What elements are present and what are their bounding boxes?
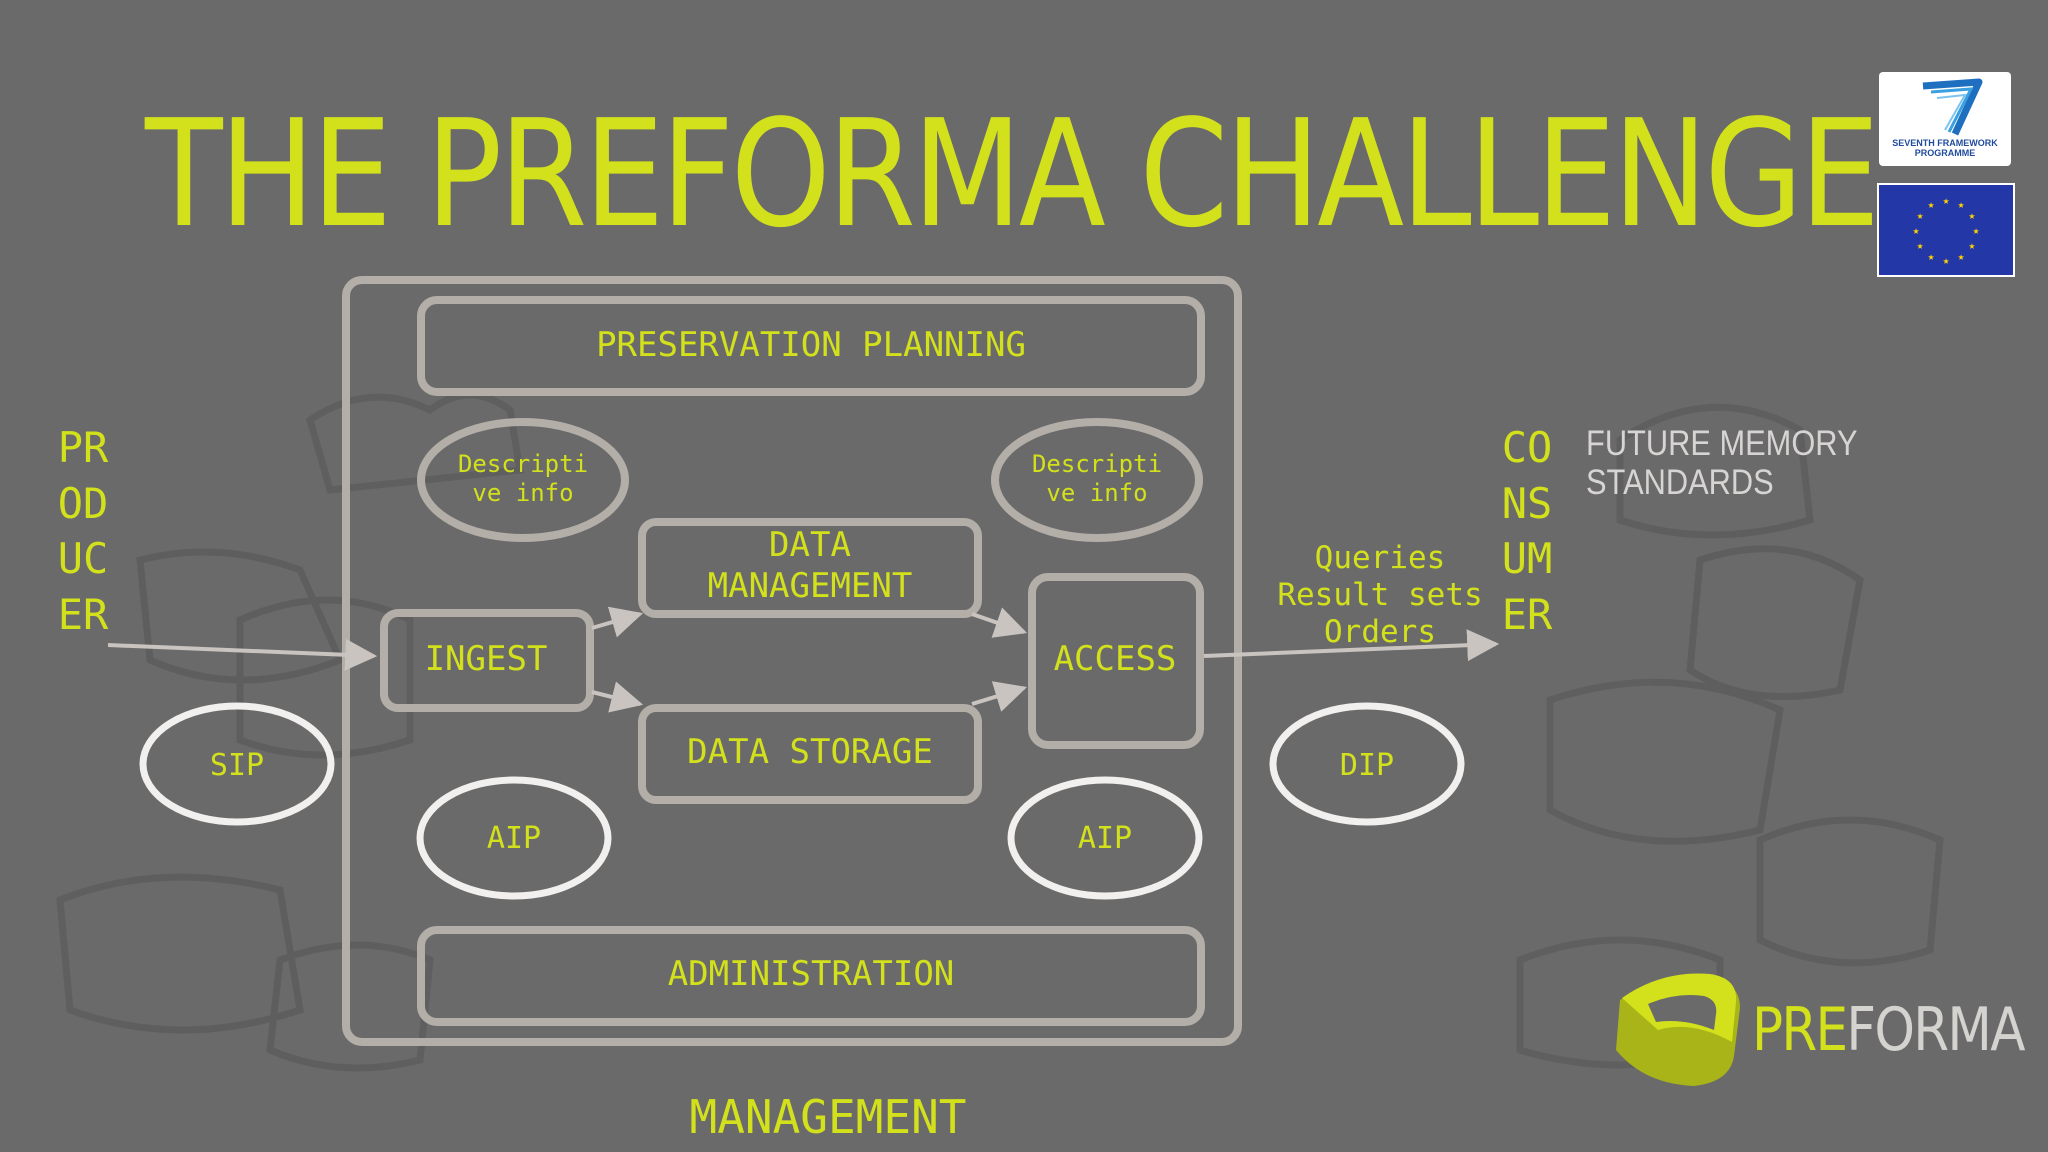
data-management-box: [638, 518, 982, 618]
data-management-label-line1: DATA: [769, 525, 851, 565]
eu-star: ★: [1958, 250, 1965, 263]
descriptive-info-oval-left: [417, 418, 629, 542]
data-management-label-line2: MANAGEMENT: [708, 566, 913, 606]
ingest-label: INGEST: [425, 639, 548, 679]
eu-stars-icon: ★ ★ ★ ★ ★ ★ ★ ★ ★ ★ ★ ★: [1913, 194, 1980, 267]
tagline: FUTURE MEMORY STANDARDS: [1586, 424, 1858, 502]
aip-left-label: AIP: [487, 821, 541, 856]
descriptive-info-left-line2: ve info: [472, 479, 573, 507]
fp7-logo: SEVENTH FRAMEWORK PROGRAMME: [1879, 72, 2011, 166]
data-storage-box: [638, 704, 982, 804]
ingest-to-data-management-arrow: [591, 606, 644, 638]
tagline-line2: STANDARDS: [1586, 463, 1774, 502]
descriptive-info-right-line2: ve info: [1046, 479, 1147, 507]
sip-oval: [139, 702, 335, 826]
producer-to-ingest-arrow: [107, 638, 378, 671]
tagline-line1: FUTURE MEMORY: [1586, 424, 1858, 463]
flow-arrows: [107, 606, 1500, 713]
fp7-seven-icon: [1922, 78, 1983, 136]
sip-label: SIP: [210, 748, 264, 783]
preservation-planning-box: [417, 296, 1205, 396]
aip-oval-left: [416, 776, 612, 900]
administration-label: ADMINISTRATION: [668, 954, 955, 994]
fp7-caption-line1: SEVENTH FRAMEWORK: [1892, 138, 1998, 148]
result-sets-label: Result sets: [1277, 577, 1482, 613]
management-label: MANAGEMENT: [689, 1090, 967, 1144]
preforma-logo-mark: [1616, 973, 1740, 1086]
access-to-consumer-arrow: [1203, 629, 1500, 662]
fp7-caption-line2: PROGRAMME: [1914, 148, 1976, 158]
data-storage-label: DATA STORAGE: [687, 732, 933, 772]
eu-star: ★: [1943, 194, 1950, 207]
producer-label: PRODUCER: [57, 423, 109, 639]
preforma-logo-part2: FORMA: [1846, 995, 2025, 1065]
eu-star: ★: [1943, 254, 1950, 267]
access-box: [1028, 573, 1204, 749]
consumer-label: CONSUMER: [1501, 423, 1553, 639]
data-management-to-access-arrow: [971, 607, 1028, 638]
eu-star: ★: [1969, 239, 1976, 252]
dip-label: DIP: [1340, 748, 1394, 783]
background-doodles: [56, 391, 1944, 1072]
dip-oval: [1269, 702, 1465, 826]
eu-star: ★: [1928, 250, 1935, 263]
page-title: THE PREFORMA CHALLENGE: [145, 88, 1880, 260]
ingest-box: [380, 609, 594, 712]
administration-box: [417, 926, 1205, 1026]
preforma-logo: PREFORMA: [1752, 1000, 2026, 1060]
preforma-logo-part1: PRE: [1752, 995, 1848, 1065]
eu-star: ★: [1928, 198, 1935, 211]
eu-star: ★: [1973, 224, 1980, 237]
aip-right-label: AIP: [1078, 821, 1132, 856]
descriptive-info-oval-right: [991, 418, 1203, 542]
data-storage-to-access-arrow: [971, 681, 1028, 712]
aip-oval-right: [1007, 776, 1203, 900]
queries-label: Queries: [1315, 540, 1446, 576]
eu-flag: ★ ★ ★ ★ ★ ★ ★ ★ ★ ★ ★ ★: [1877, 183, 2015, 277]
ingest-to-data-storage-arrow: [591, 681, 644, 713]
preservation-planning-label: PRESERVATION PLANNING: [596, 325, 1026, 365]
access-label: ACCESS: [1054, 639, 1177, 679]
orders-label: Orders: [1324, 614, 1436, 650]
eu-star: ★: [1969, 209, 1976, 222]
eu-star: ★: [1958, 198, 1965, 211]
eu-star: ★: [1913, 224, 1920, 237]
descriptive-info-left-line1: Descripti: [458, 450, 588, 478]
eu-star: ★: [1917, 209, 1924, 222]
descriptive-info-right-line1: Descripti: [1032, 450, 1162, 478]
eu-star: ★: [1917, 239, 1924, 252]
